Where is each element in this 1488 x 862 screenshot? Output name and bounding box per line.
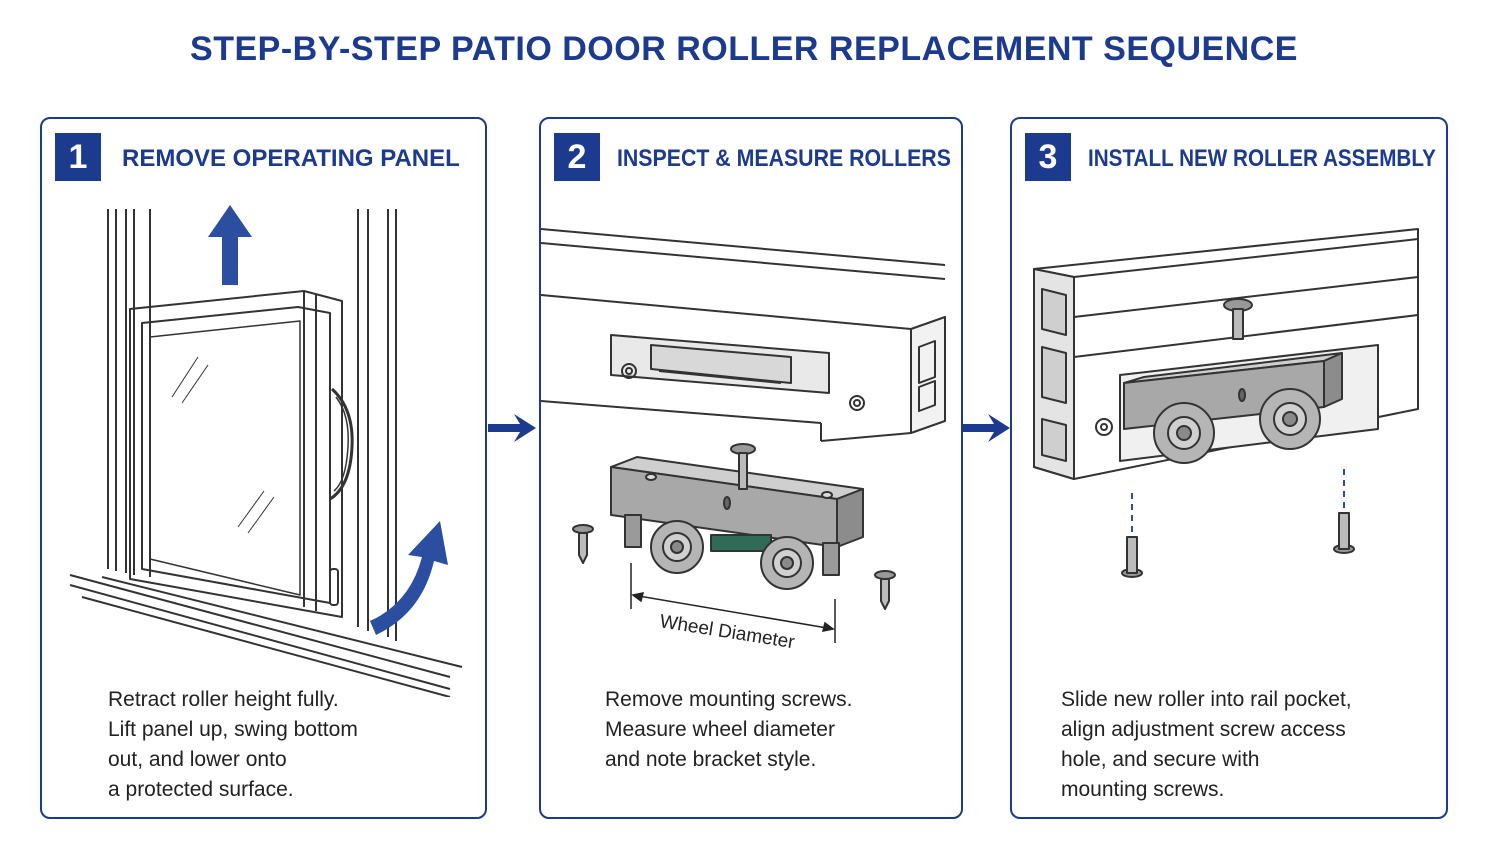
roller-installation-illustration — [1033, 228, 1419, 578]
next-step-arrow — [962, 414, 1010, 442]
step-title: REMOVE OPERATING PANEL — [122, 145, 460, 172]
step-description: Remove mounting screws. Measure wheel di… — [605, 688, 853, 771]
page-title: STEP-BY-STEP PATIO DOOR ROLLER REPLACEME… — [190, 30, 1298, 68]
lift-up-arrow — [208, 205, 252, 285]
step-title: INSPECT & MEASURE ROLLERS — [617, 145, 951, 172]
step-number-badge: 3 — [1025, 133, 1071, 181]
next-step-arrow — [488, 414, 536, 442]
step-2-panel: 2 INSPECT & MEASURE ROLLERS — [539, 117, 963, 819]
step-title: INSTALL NEW ROLLER ASSEMBLY — [1088, 145, 1436, 172]
door-removal-illustration — [69, 205, 463, 697]
step-description: Retract roller height fully. Lift panel … — [108, 688, 358, 801]
step-number-badge: 2 — [554, 133, 600, 181]
step-description: Slide new roller into rail pocket, align… — [1061, 688, 1352, 801]
wheel-diameter-label: Wheel Diameter — [658, 611, 796, 653]
step-number-badge: 1 — [55, 133, 101, 181]
step-1-panel: 1 REMOVE OPERATING PANEL — [40, 117, 487, 819]
step-3-panel: 3 INSTALL NEW ROLLER ASSEMBLY — [1010, 117, 1448, 819]
swing-arrow — [370, 521, 448, 635]
roller-measurement-illustration: Wheel Diameter — [541, 228, 946, 653]
